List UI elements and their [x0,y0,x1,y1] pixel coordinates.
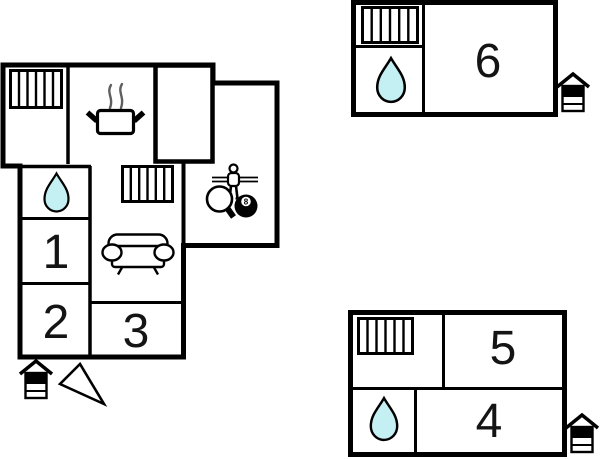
radiator-icon [357,317,414,355]
radiator-icon [361,6,419,44]
billiard-ball-icon: 8 [234,194,258,218]
eight-ball-number: 8 [244,198,249,207]
room-label-6: 6 [475,35,502,88]
table-tennis-paddle-icon [205,185,236,219]
annex-top-right: 6 [351,0,591,117]
direction-triangle-icon [57,361,108,407]
grill-house-icon [18,359,54,400]
pot-handle-left [85,110,99,124]
grill-house-icon [555,72,591,113]
room-label-2: 2 [43,296,70,349]
sofa-icon [101,233,175,276]
pot-handle-right [132,110,146,124]
room-label-1: 1 [43,226,70,279]
room-label-3: 3 [123,305,150,358]
stove-icon [85,82,146,136]
main-building: 8 1 2 3 [0,62,280,360]
steam-line [119,82,124,110]
games-area: 8 [205,163,258,219]
room-label-4: 4 [476,395,503,448]
steam-line [108,83,113,110]
radiator-icon [9,69,63,109]
hall-room-outline [153,63,215,164]
radiator-icon [121,165,174,203]
room-label-5: 5 [490,322,517,375]
pot [95,108,136,136]
grill-house-icon [564,413,600,454]
annex-bottom-right: 5 4 [348,310,600,457]
